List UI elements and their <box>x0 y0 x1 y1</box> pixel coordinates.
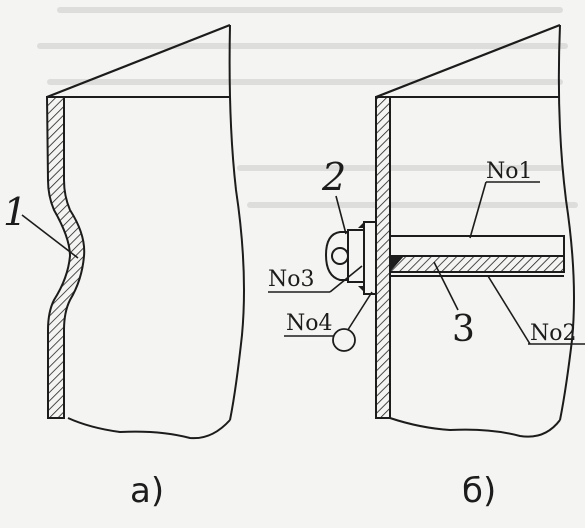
figure-a-break-line-right <box>228 24 245 421</box>
figure-b-wall <box>375 96 391 419</box>
figure-b-weld-label-no3: No3 <box>268 267 315 292</box>
figure-b-weld-circle-no4 <box>332 328 356 352</box>
figure-a: 1 а) <box>3 23 245 511</box>
figure-b-caption: б) <box>462 471 496 511</box>
figure-b-weld-leader-no3 <box>329 265 363 293</box>
figure-b-weld-mark-bottom <box>358 286 364 292</box>
figure-a-leader-1 <box>21 214 79 259</box>
figure-b-weld-leader-no1 <box>469 181 487 239</box>
figure-b-label-2: 2 <box>321 155 346 199</box>
figure-b-break-line-right <box>557 24 575 421</box>
figure-b-weld-leader-no4 <box>343 291 373 337</box>
figure-b-weld-label-no2: No2 <box>530 321 577 346</box>
figure-a-caption: а) <box>130 471 164 511</box>
figure-a-label-1: 1 <box>3 190 27 234</box>
figure-b-weld-label-no1: No1 <box>486 159 533 184</box>
figure-a-top-edge <box>46 23 231 99</box>
figure-a-break-line-bottom <box>67 417 231 440</box>
figure-b-stiffener-web <box>389 255 565 273</box>
figure-b-stiffener-top-flange <box>389 235 565 257</box>
figure-b-weld-fillet <box>390 256 404 272</box>
figure-b-leader-2 <box>335 195 347 235</box>
figure-b-leader-3 <box>433 261 459 311</box>
figure-b-lug-body <box>347 229 365 283</box>
figure-b-weld-leader-no2 <box>487 275 531 345</box>
figure-b: 2 3 No1 No2 No3 No4 б) <box>268 23 585 511</box>
figure-b-top-edge <box>375 23 561 99</box>
figure-b-label-3: 3 <box>452 309 475 350</box>
background-bleed-texture <box>37 7 578 208</box>
figure-a-dented-wall <box>45 96 86 419</box>
figure-b-patch-plate <box>363 221 377 295</box>
figure-b-lug-hole <box>331 247 349 265</box>
figure-b-weld-mark-top <box>358 222 364 228</box>
figure-b-weld-label-no4: No4 <box>286 311 333 336</box>
figure-b-break-line-bottom <box>389 417 561 438</box>
